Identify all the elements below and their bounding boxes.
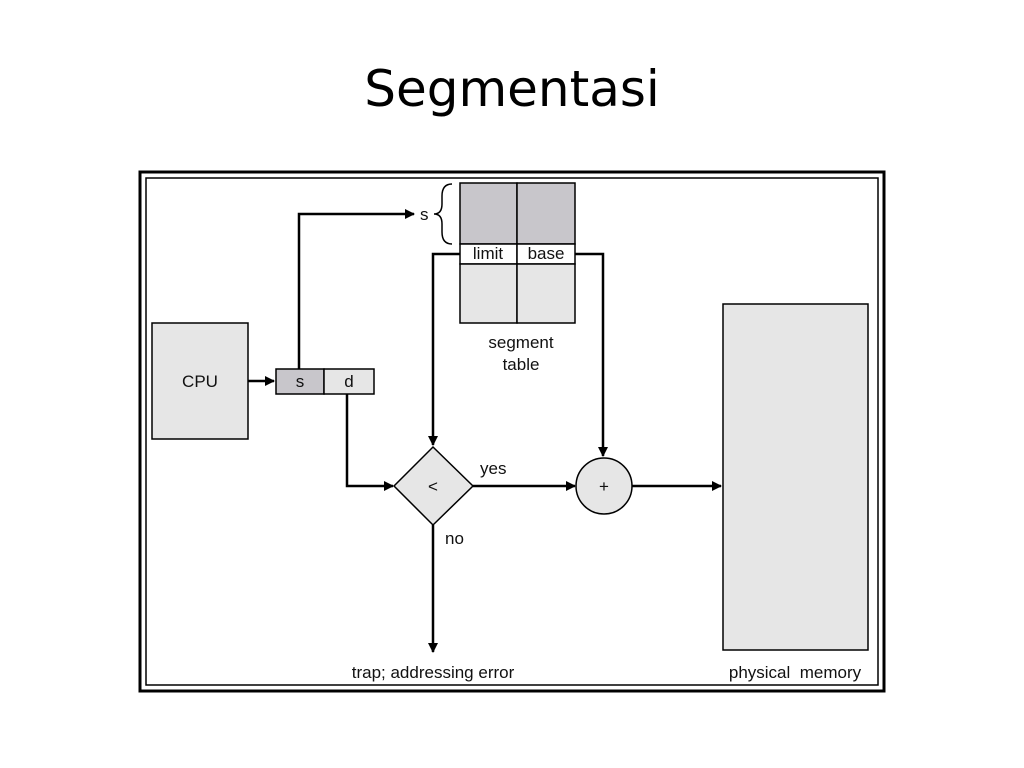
brace-icon bbox=[433, 183, 453, 245]
slide-title: Segmentasi bbox=[364, 60, 660, 118]
cpu-label: CPU bbox=[182, 372, 218, 391]
no-label: no bbox=[445, 529, 464, 548]
segment-index-label: s bbox=[420, 205, 429, 224]
address-d-cell bbox=[323, 368, 375, 395]
address-s-label: s bbox=[296, 372, 305, 391]
physical-memory-box bbox=[722, 303, 869, 651]
trap-label: trap; addressing error bbox=[352, 663, 515, 682]
limit-to-compare-arrow bbox=[428, 252, 460, 446]
base-to-adder-arrow bbox=[575, 252, 608, 457]
yes-label: yes bbox=[480, 459, 506, 478]
compare-symbol: < bbox=[428, 477, 438, 496]
address-s-cell bbox=[275, 368, 325, 395]
adder-circle: + bbox=[575, 457, 633, 515]
diagram-frame-inner bbox=[145, 177, 879, 686]
limit-label: limit bbox=[473, 244, 503, 263]
segment-table-caption-1: segment bbox=[488, 333, 553, 352]
cpu-box: CPU bbox=[151, 322, 249, 440]
logical-address: s d bbox=[275, 368, 375, 395]
segment-table-caption-2: table bbox=[503, 355, 540, 374]
base-label: base bbox=[528, 244, 565, 263]
segment-table: limit base bbox=[459, 182, 576, 324]
s-to-table-arrow bbox=[297, 209, 415, 369]
d-to-compare-arrow bbox=[345, 394, 394, 491]
address-d-label: d bbox=[344, 372, 353, 391]
adder-symbol: + bbox=[599, 477, 609, 496]
physical-memory-label: physical memory bbox=[729, 663, 862, 682]
compare-diamond: < bbox=[392, 445, 475, 527]
diagram-frame-outer bbox=[138, 170, 886, 693]
